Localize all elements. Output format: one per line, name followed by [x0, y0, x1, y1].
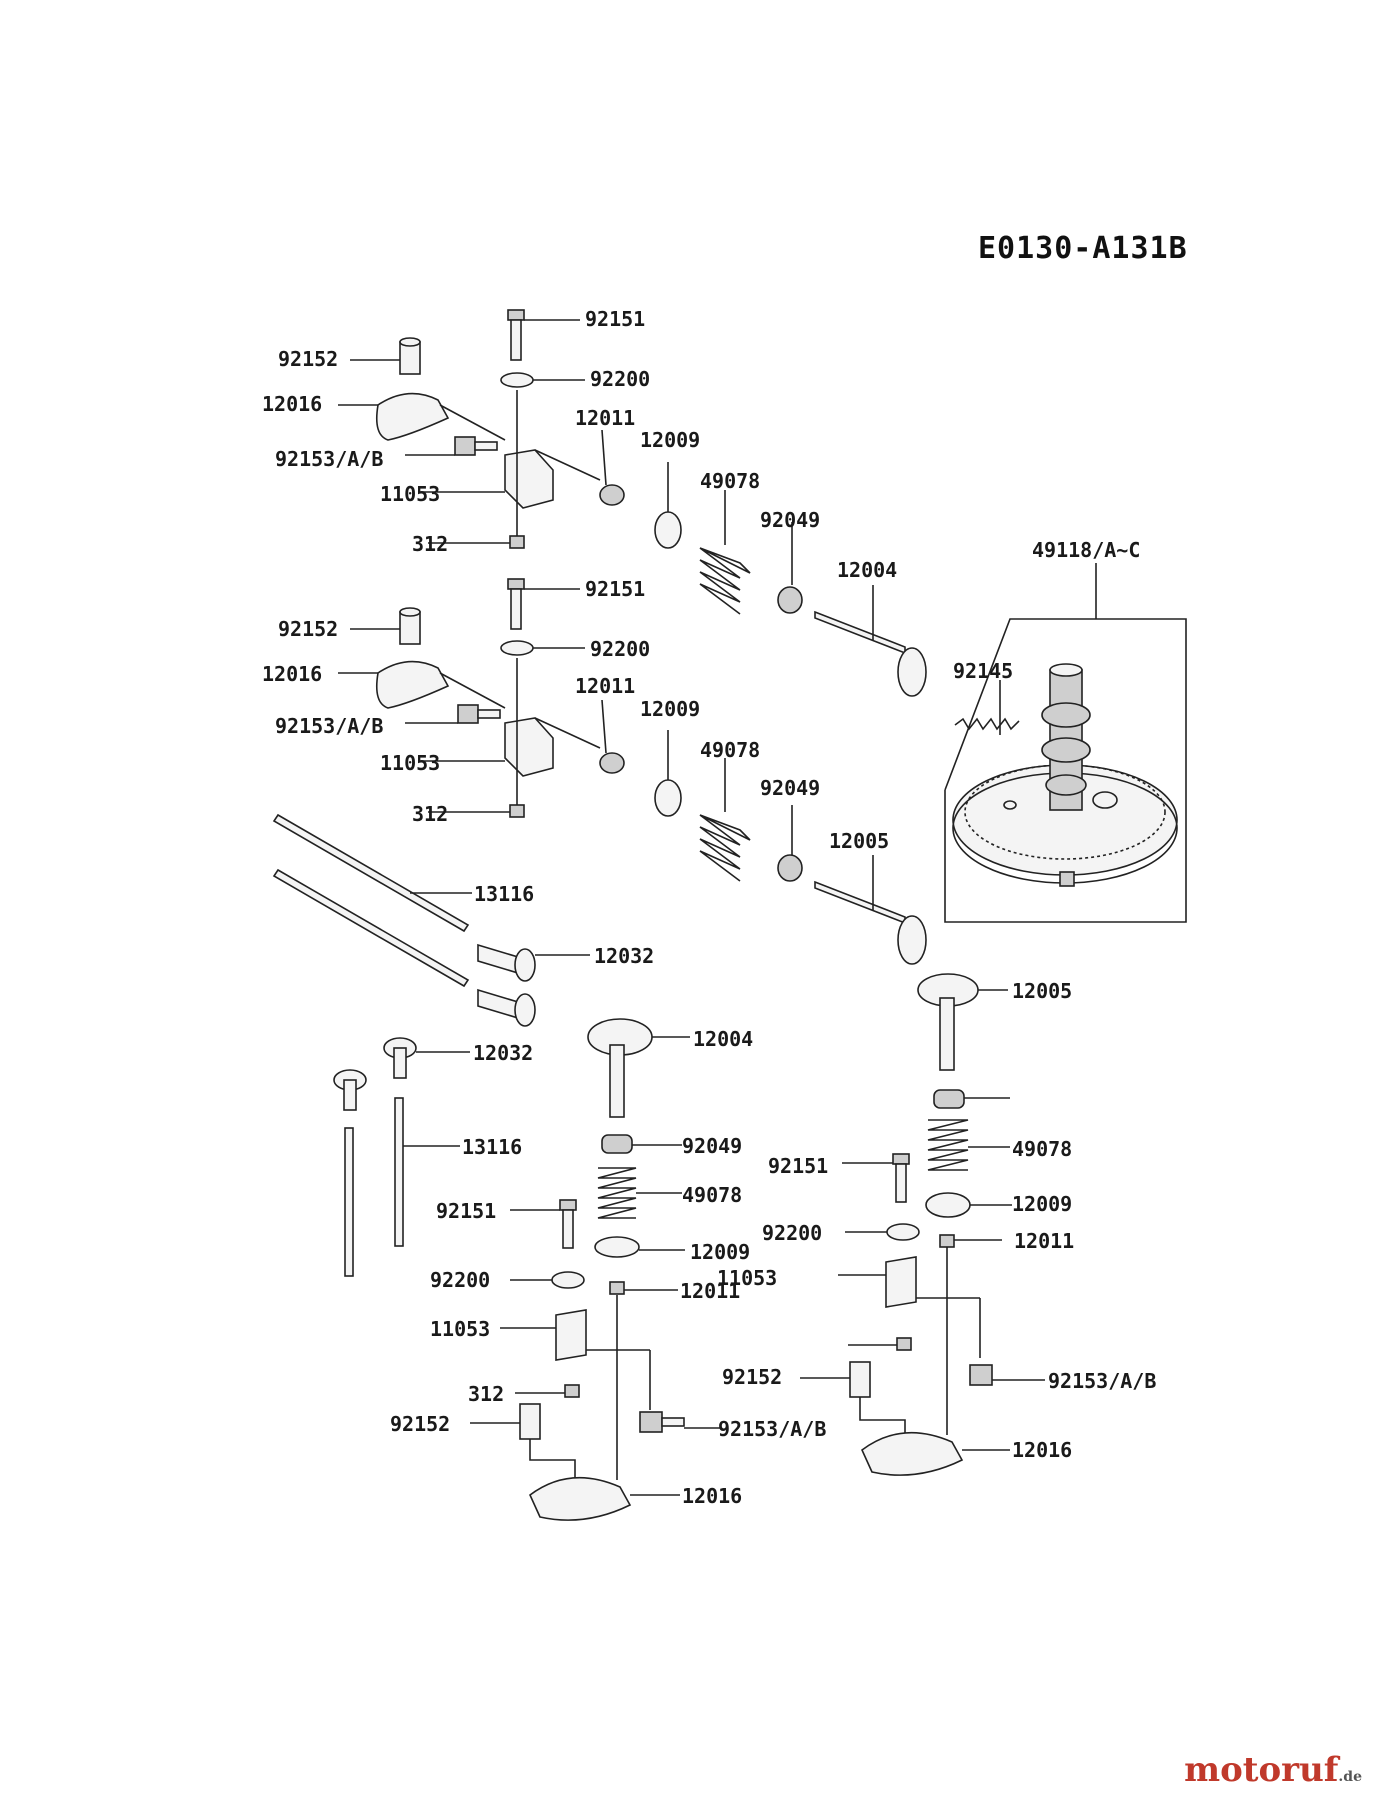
part-label-12009: 12009 [640, 697, 700, 721]
pushrods-vertical [333, 1037, 470, 1277]
part-label-312: 312 [412, 532, 448, 556]
rocker-assembly-upper-1 [338, 309, 927, 697]
part-label-92153-a-b: 92153/A/B [1048, 1369, 1156, 1393]
watermark-logo: motoruf.de [1184, 1750, 1362, 1790]
part-label-12009: 12009 [1012, 1192, 1072, 1216]
part-label-12016: 12016 [1012, 1438, 1072, 1462]
part-label-92153-a-b: 92153/A/B [275, 447, 383, 471]
part-label-13116: 13116 [462, 1135, 522, 1159]
part-label-12011: 12011 [575, 674, 635, 698]
part-label-312: 312 [468, 1382, 504, 1406]
part-label-92049: 92049 [760, 776, 820, 800]
watermark-brand: motoruf [1184, 1750, 1339, 1790]
part-label-92200: 92200 [430, 1268, 490, 1292]
part-label-92049: 92049 [760, 508, 820, 532]
part-label-11053: 11053 [380, 751, 440, 775]
part-label-12004: 12004 [837, 558, 897, 582]
part-label-92200: 92200 [590, 637, 650, 661]
part-label-92152: 92152 [390, 1412, 450, 1436]
part-label-11053: 11053 [380, 482, 440, 506]
part-label-12011: 12011 [680, 1279, 740, 1303]
camshaft-inset [944, 563, 1187, 923]
part-label-11053: 11053 [717, 1266, 777, 1290]
part-label-49078: 49078 [700, 469, 760, 493]
part-label-12011: 12011 [575, 406, 635, 430]
part-label-92153-a-b: 92153/A/B [275, 714, 383, 738]
valve-stack-right [800, 973, 1045, 1476]
part-label-12016: 12016 [682, 1484, 742, 1508]
part-label-92200: 92200 [590, 367, 650, 391]
part-label-92151: 92151 [768, 1154, 828, 1178]
part-label-49118-a-c: 49118/A~C [1032, 538, 1140, 562]
part-label-49078: 49078 [682, 1183, 742, 1207]
pushrods-diagonal [272, 813, 590, 1027]
part-label-13116: 13116 [474, 882, 534, 906]
part-label-12009: 12009 [690, 1240, 750, 1264]
part-label-12032: 12032 [473, 1041, 533, 1065]
part-label-92152: 92152 [278, 617, 338, 641]
valve-stack-middle [470, 1018, 720, 1521]
part-label-49078: 49078 [700, 738, 760, 762]
part-label-49078: 49078 [1012, 1137, 1072, 1161]
rocker-assembly-upper-2 [338, 578, 927, 965]
part-label-12009: 12009 [640, 428, 700, 452]
part-label-12016: 12016 [262, 662, 322, 686]
part-label-92151: 92151 [585, 307, 645, 331]
part-label-12032: 12032 [594, 944, 654, 968]
part-label-92200: 92200 [762, 1221, 822, 1245]
part-label-12005: 12005 [829, 829, 889, 853]
part-label-12011: 12011 [1014, 1229, 1074, 1253]
part-label-92145: 92145 [953, 659, 1013, 683]
part-label-92151: 92151 [436, 1199, 496, 1223]
part-label-92153-a-b: 92153/A/B [718, 1417, 826, 1441]
watermark-suffix: .de [1338, 1769, 1362, 1785]
part-label-92049: 92049 [682, 1134, 742, 1158]
diagram-code: E0130-A131B [978, 231, 1188, 266]
part-label-11053: 11053 [430, 1317, 490, 1341]
part-label-12016: 12016 [262, 392, 322, 416]
part-label-92152: 92152 [722, 1365, 782, 1389]
part-label-12004: 12004 [693, 1027, 753, 1051]
part-label-92152: 92152 [278, 347, 338, 371]
part-label-312: 312 [412, 802, 448, 826]
part-label-12005: 12005 [1012, 979, 1072, 1003]
part-label-92151: 92151 [585, 577, 645, 601]
